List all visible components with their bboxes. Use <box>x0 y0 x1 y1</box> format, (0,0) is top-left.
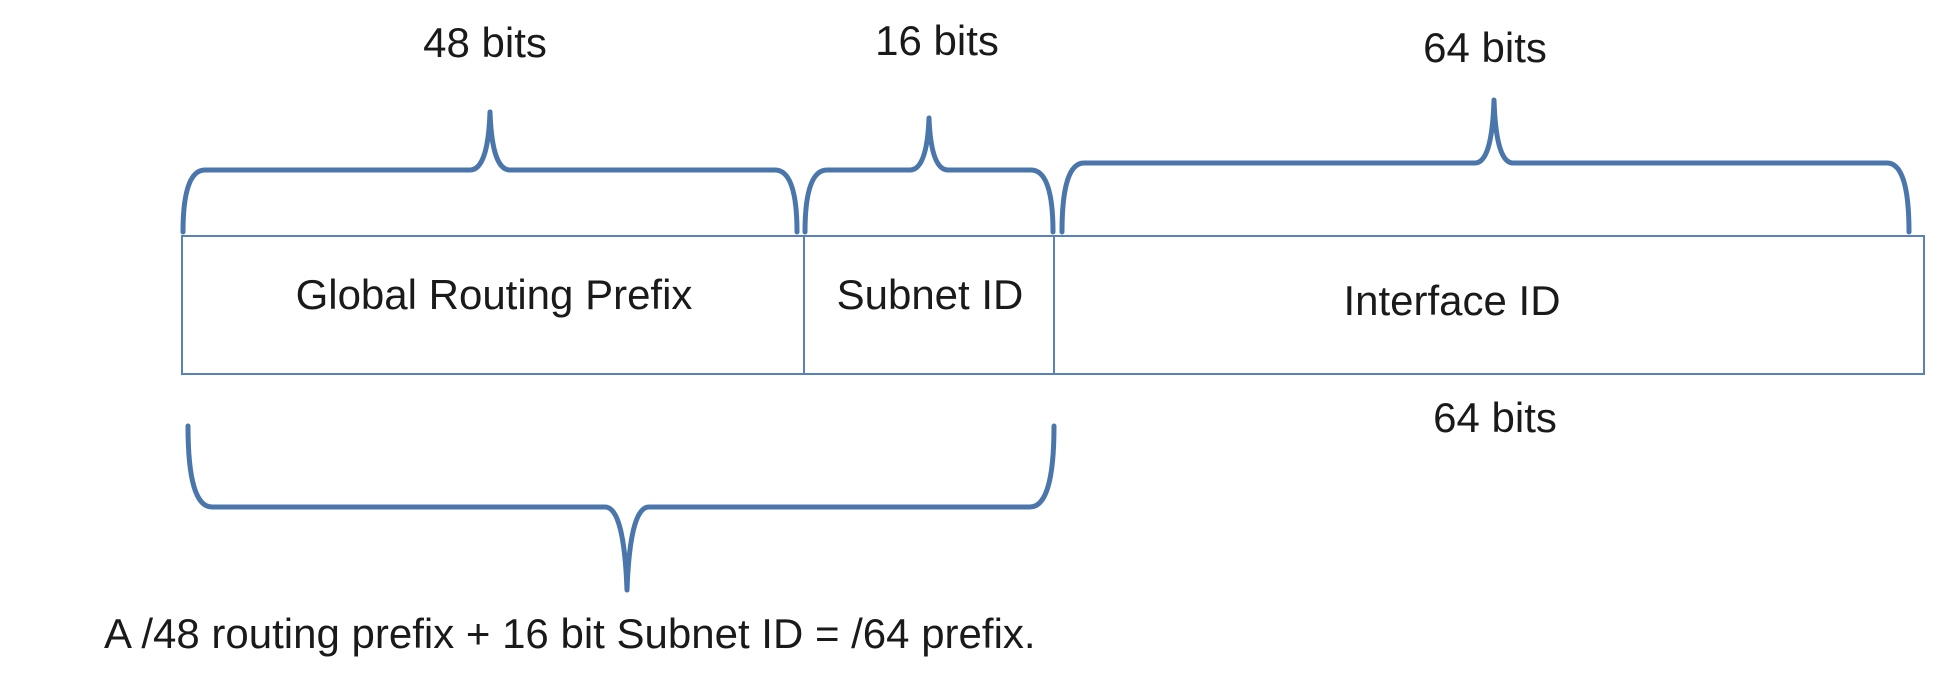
field-interface-id <box>1053 235 1925 375</box>
brace-routing-prefix-plus-subnet <box>185 423 1057 593</box>
field-label-global-routing-prefix: Global Routing Prefix <box>296 271 693 318</box>
brace-subnet-id <box>802 115 1056 235</box>
field-global-routing-prefix <box>181 235 805 375</box>
label-64-bits-bottom: 64 bits <box>1433 394 1557 441</box>
brace-interface-id <box>1059 97 1912 235</box>
label-64-bits-top: 64 bits <box>1423 24 1547 71</box>
label-16-bits: 16 bits <box>875 17 999 64</box>
field-label-interface-id: Interface ID <box>1343 277 1560 324</box>
brace-global-routing-prefix <box>180 109 800 235</box>
field-subnet-id <box>803 235 1055 375</box>
caption-prefix-summary: A /48 routing prefix + 16 bit Subnet ID … <box>104 610 1036 657</box>
field-label-subnet-id: Subnet ID <box>837 271 1024 318</box>
label-48-bits: 48 bits <box>423 19 547 66</box>
